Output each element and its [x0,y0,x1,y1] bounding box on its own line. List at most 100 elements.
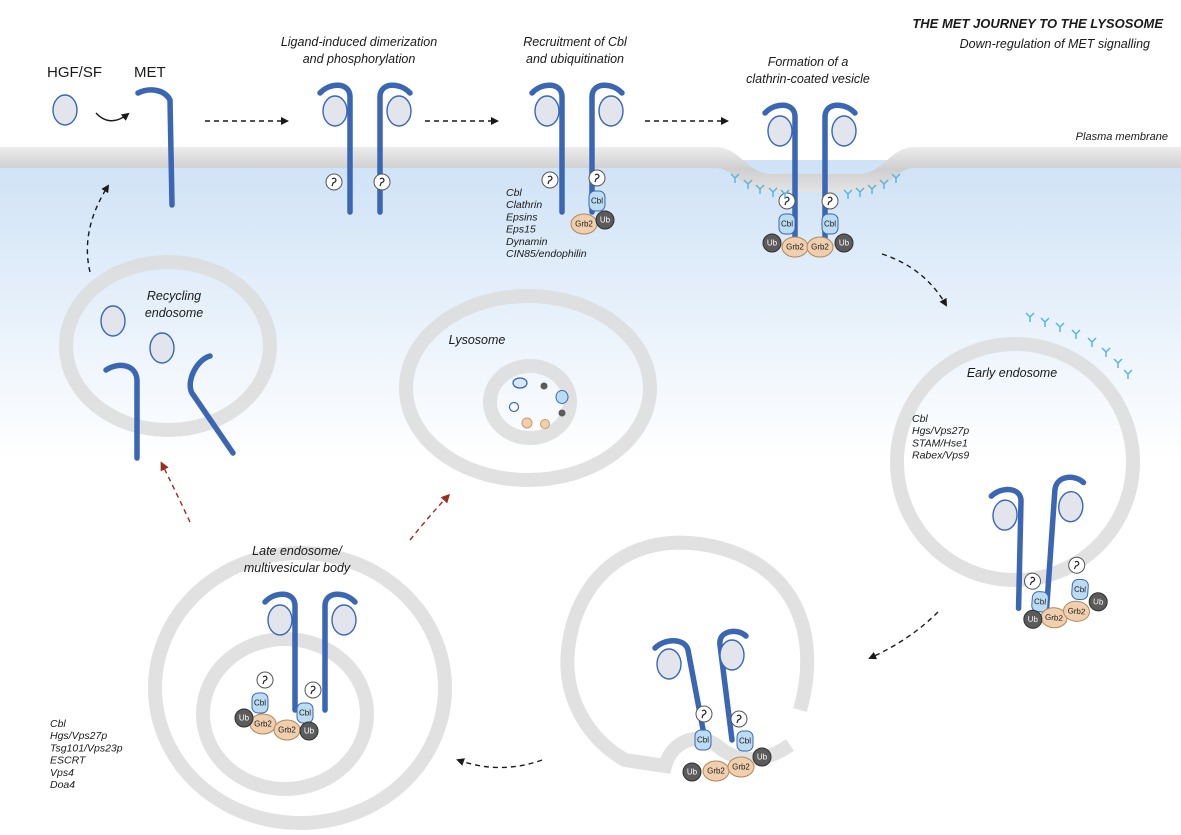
clathrin-triskelion-icon [1055,322,1065,332]
cbl-protein: Cbl [736,730,754,752]
degradation-fragment [512,377,528,389]
degradation-fragment [508,401,520,413]
grb2-label: Grb2 [1067,606,1086,616]
grb2-label: Grb2 [254,720,272,729]
met-dimer-phosphorylated [317,82,413,215]
cbl-protein: Cbl [1071,578,1089,601]
factor-name: Hgs/Vps27p [912,425,969,437]
grb2-protein: Grb2 [727,756,755,778]
grb2-label: Grb2 [732,763,750,772]
clathrin-triskelion-icon [1025,312,1035,322]
met-receptor [262,591,298,713]
clathrin-triskelion-icon [755,184,765,194]
cbl-label: Cbl [781,220,793,229]
plasma-membrane-label: Plasma membrane [1076,131,1168,143]
grb2-label: Grb2 [811,243,829,252]
grb2-protein: Grb2 [702,760,730,782]
clathrin-triskelion-icon [780,189,790,199]
ub-label: Ub [239,714,250,723]
phosphotyrosine-icon [256,671,274,689]
ub-protein: Ub [762,233,782,253]
hgf-ligand [149,332,175,364]
hgf-ligand [1058,490,1084,523]
lysosome-label: Lysosome [449,333,506,347]
hgf-ligand [719,639,745,671]
met-monomer [52,87,175,208]
clathrin-triskelion-icon [1123,369,1133,379]
ub-protein: Ub [1088,592,1108,612]
hgf-ligand [331,604,357,636]
degradation-fragment [521,417,533,429]
factor-name: Tsg101/Vps23p [50,742,123,754]
cbl-label: Cbl [824,220,836,229]
ub-protein: Ub [682,762,702,782]
clathrin-coat [730,173,1133,379]
factor-name: Eps15 [506,224,536,236]
degradation-fragment [558,409,566,417]
phosphotyrosine-icon [304,681,322,699]
phosphotyrosine-icon [821,192,839,210]
plasma-membrane [0,147,1181,192]
late-endosome-label-line1: Late endosome/ [252,544,343,558]
diagram-subtitle: Down-regulation of MET signalling [960,37,1150,51]
late-endosome-label-line2: multivesicular body [244,561,351,575]
ub-protein: Ub [752,747,772,767]
met-receptor [529,82,565,215]
clathrin-triskelion-icon [1087,337,1097,347]
factor-name: Clathrin [506,199,542,211]
ub-protein: Ub [595,210,615,230]
met-receptor [652,638,708,743]
early-endosome-label: Early endosome [967,366,1057,380]
ub-label: Ub [1093,597,1104,607]
factor-name: Cbl [912,413,928,425]
ub-label: Ub [600,216,611,225]
grb2-protein: Grb2 [273,719,301,741]
cbl-protein: Cbl [251,692,269,714]
factor-name: Doa4 [50,779,75,791]
hgf-ligand [767,115,793,147]
cbl-label: Cbl [591,197,603,206]
arrow-to-invagination [868,611,939,660]
arrow-to-recycling [160,461,191,523]
grb2-protein: Grb2 [1063,600,1090,622]
grb2-protein: Grb2 [249,713,277,735]
ub-protein: Ub [834,233,854,253]
grb2-protein: Grb2 [781,236,809,258]
lysosome-contents [508,377,569,429]
ub-label: Ub [687,768,698,777]
grb2-label: Grb2 [1045,613,1064,623]
factor-name: Rabex/Vps9 [912,450,969,462]
phosphotyrosine-icon [373,173,391,191]
ub-label: Ub [1027,614,1038,624]
receptor-label: MET [134,64,166,81]
arrow-to-lysosome [409,493,451,541]
recycling-label-line2: endosome [145,306,203,320]
met-receptor [822,102,858,243]
clathrin-triskelion-icon [1101,347,1111,357]
factor-name: Dynamin [506,236,548,248]
clathrin-triskelion-icon [1040,317,1050,327]
phosphotyrosine-icon [588,169,606,187]
cbl-label: Cbl [739,737,751,746]
grb2-label: Grb2 [707,767,725,776]
clathrin-triskelion-icon [843,189,853,199]
ub-label: Ub [304,727,315,736]
met-receptor [717,628,749,743]
step-recruitment-line1: Recruitment of Cbl [523,35,628,49]
met-receptor [103,362,140,461]
ub-label: Ub [767,239,778,248]
degradation-fragment [555,390,569,404]
clathrin-triskelion-icon [855,187,865,197]
hgf-ligand [831,115,857,147]
grb2-protein: Grb2 [806,236,834,258]
hgf-ligand [100,305,126,337]
hgf-ligand [52,94,78,126]
met-receptor [762,102,798,243]
phosphotyrosine-icon [730,710,748,728]
